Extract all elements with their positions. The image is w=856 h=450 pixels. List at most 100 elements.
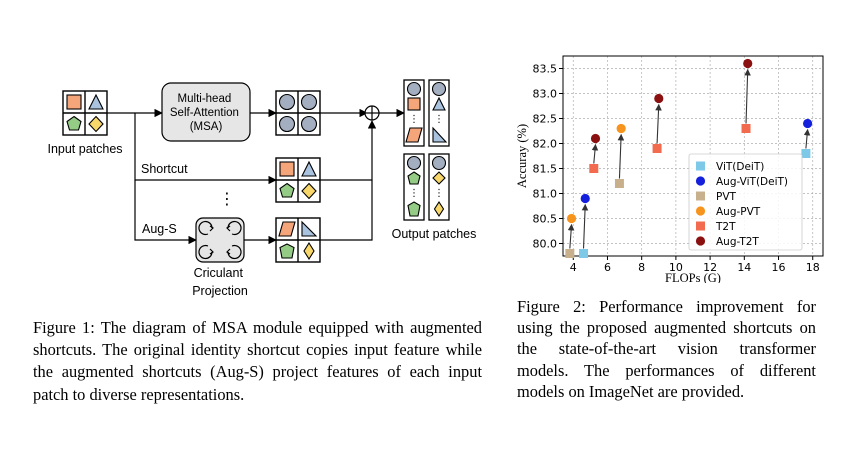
point-t2t (741, 124, 751, 133)
diamond-patch-icon (432, 171, 446, 185)
output-patches-bottom: ⋮ ⋮ (403, 153, 450, 221)
x-tick-label: 18 (806, 261, 820, 274)
msa-label-line-2: Self-Attention (170, 107, 239, 119)
augs-label: Aug-S (142, 222, 177, 236)
more-branches-ellipsis: ⋮ (219, 191, 235, 208)
msa-diagram: Input patches Multi-head Self-Attention … (47, 79, 477, 298)
circulant-projection-block (195, 217, 245, 263)
svg-text:Multi-head Self-Attention: Multi-head Self-Attention (MSA) (170, 93, 242, 133)
legend-marker-pvt (696, 191, 705, 201)
improvement-arrow (567, 223, 575, 249)
x-tick-label: 6 (604, 261, 611, 274)
chart-legend: ViT(DeiT)Aug-ViT(DeiT)PVTAug-PVTT2TAug-T… (688, 153, 803, 251)
diamond-patch-icon (433, 200, 445, 218)
msa-label-line-3: (MSA) (190, 121, 223, 133)
triangle-patch-icon (88, 93, 104, 110)
diamond-patch-icon (88, 115, 104, 133)
msa-output-grid (275, 90, 321, 136)
data-points (565, 58, 813, 258)
circle-token-icon (300, 93, 318, 111)
x-tick-label: 8 (638, 261, 645, 274)
point-aug-vit-deit (803, 118, 813, 129)
point-vit-deit (801, 149, 811, 158)
circle-token-icon (431, 155, 447, 171)
legend-frame (688, 153, 803, 251)
msa-block (161, 82, 251, 142)
x-tick-label: 12 (703, 261, 717, 274)
square-patch-icon (66, 94, 82, 110)
y-tick-label: 82.5 (533, 113, 558, 126)
axis-ticks: 4 6 8 10 12 14 16 18 80.0 80.5 81.0 81.5 82.0 82.5 83.… (533, 63, 820, 275)
legend-label-pvt: PVT (716, 191, 737, 203)
performance-scatter-chart: 4 6 8 10 12 14 16 18 80.0 80.5 81.0 81.5 82.0 82.5 83.… (515, 55, 824, 283)
point-aug-pvt (616, 123, 626, 134)
triangle-patch-icon (301, 160, 317, 177)
circle-token-icon (406, 155, 422, 171)
projection-label-line-1: Criculant (194, 266, 244, 280)
legend-marker-aug-pvt (695, 206, 706, 216)
pentagon-patch-icon (279, 182, 295, 198)
plot-frame (562, 55, 824, 257)
pentagon-patch-icon (407, 201, 421, 217)
legend-marker-vit-deit (696, 161, 705, 171)
improvement-arrow (655, 103, 662, 144)
y-tick-label: 81.5 (533, 163, 558, 176)
input-patches-label: Input patches (47, 142, 122, 156)
input-patches-grid (62, 90, 108, 136)
right-triangle-patch-icon (301, 220, 318, 237)
parallelogram-patch-icon (278, 221, 296, 237)
circle-token-icon (278, 93, 296, 111)
circle-token-icon (278, 115, 296, 133)
x-tick-label: 16 (772, 261, 786, 274)
triangle-patch-icon (432, 96, 446, 111)
legend-marker-t2t (696, 221, 705, 231)
point-aug-vit-deit (580, 193, 590, 204)
y-tick-label: 82.0 (533, 138, 558, 151)
figure-2-caption: Figure 2: Performance improvement for us… (517, 297, 816, 401)
diamond-patch-icon (301, 182, 317, 200)
pentagon-patch-icon (279, 243, 295, 259)
x-tick-label: 4 (570, 261, 577, 274)
point-aug-t2t (590, 133, 601, 144)
column-ellipsis: ⋮ (409, 188, 419, 199)
point-aug-t2t (743, 58, 753, 69)
column-ellipsis: ⋮ (434, 114, 444, 125)
improvement-arrows (567, 68, 811, 249)
point-vit-deit (579, 249, 589, 258)
square-patch-icon (407, 97, 421, 111)
square-patch-icon (279, 161, 295, 177)
y-tick-label: 83.0 (533, 88, 558, 101)
improvement-arrow (744, 68, 751, 124)
legend-label-aug-pvt: Aug-PVT (716, 206, 761, 218)
improvement-arrow (581, 203, 589, 249)
legend-marker-aug-t2t (695, 236, 706, 246)
point-pvt (565, 249, 575, 258)
legend-label-aug-vit-deit: Aug-ViT(DeiT) (716, 176, 788, 188)
shortcut-output-grid (275, 157, 321, 203)
parallelogram-patch-icon (405, 127, 423, 143)
y-axis-label: Accuray (%) (515, 124, 529, 188)
legend-label-vit-deit: ViT(DeiT) (716, 161, 764, 173)
output-patches-label: Output patches (392, 227, 477, 241)
shortcut-label: Shortcut (141, 162, 188, 176)
y-tick-label: 81.0 (533, 188, 558, 201)
diamond-patch-icon (303, 241, 315, 261)
improvement-arrow (803, 128, 811, 149)
x-tick-label: 14 (737, 261, 751, 274)
point-t2t (589, 164, 599, 173)
msa-label-line-1: Multi-head (178, 93, 232, 105)
circle-token-icon (431, 81, 447, 97)
augmented-output-grid (275, 217, 321, 263)
y-tick-label: 80.5 (533, 213, 558, 226)
svg-text:Criculant Projection: Criculant Projection (192, 266, 248, 298)
y-tick-label: 80.0 (533, 238, 558, 251)
figure-1-caption: Figure 1: The diagram of MSA module equi… (33, 318, 482, 404)
x-tick-label: 10 (669, 261, 683, 274)
legend-label-t2t: T2T (715, 221, 736, 233)
rotation-arrows-icon (198, 220, 242, 260)
point-aug-t2t (654, 93, 664, 104)
point-pvt (614, 179, 624, 188)
point-aug-pvt (566, 213, 577, 224)
column-ellipsis: ⋮ (409, 114, 419, 125)
sum-node (364, 105, 380, 121)
